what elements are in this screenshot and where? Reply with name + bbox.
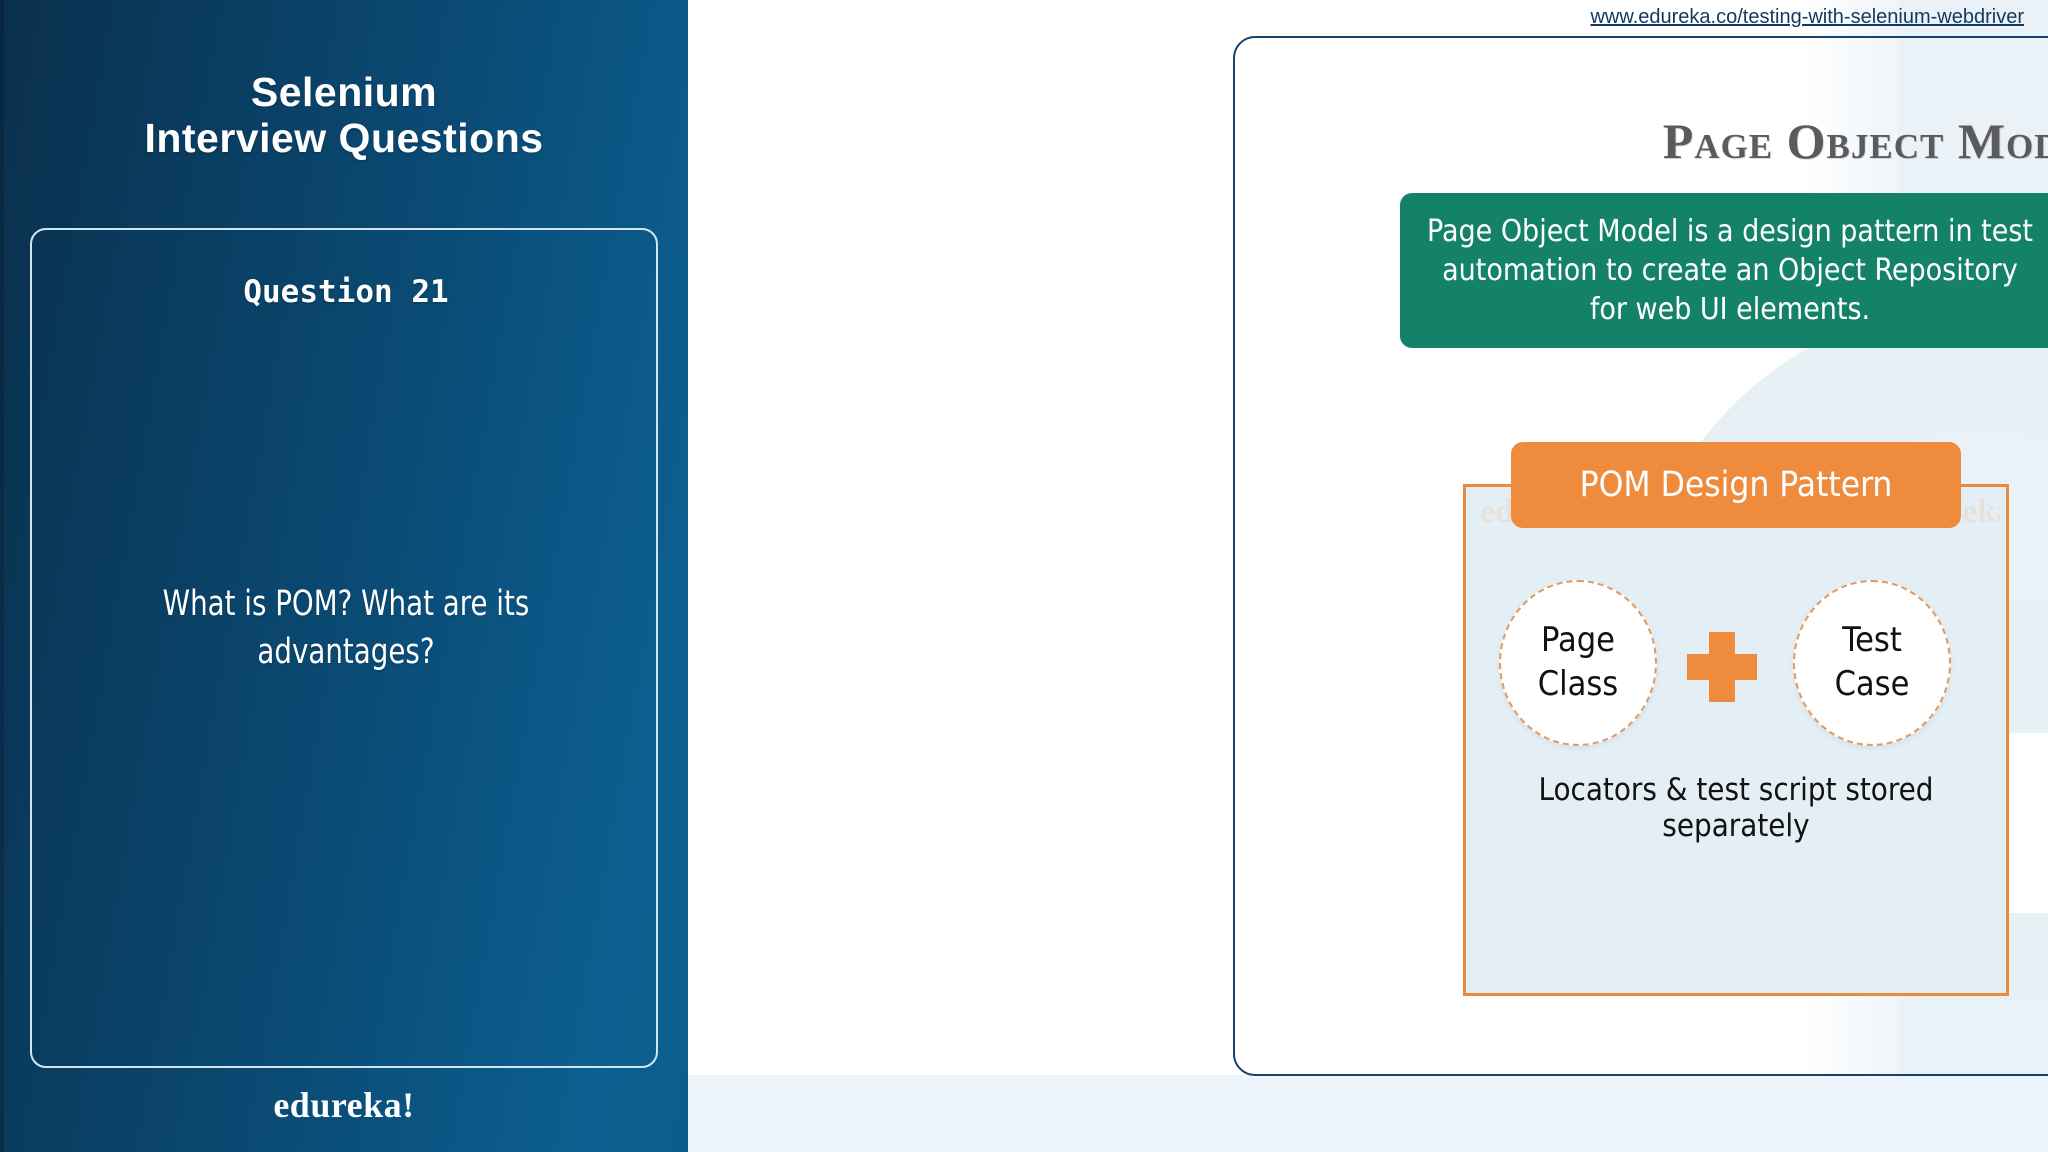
test-case-line1: Test [1842,620,1902,661]
definition-text: Page Object Model is a design pattern in… [1427,214,2033,327]
content-panel: www.edureka.co/testing-with-selenium-web… [688,0,2048,1152]
content-card: Page Object Model Page Object Model is a… [1233,36,2048,1076]
background-band-bottom [688,1075,2048,1152]
edureka-logo: edureka! [273,1085,415,1125]
sidebar-left-edge [0,0,4,1152]
plus-icon [1687,632,1757,702]
page-class-line1: Page [1541,620,1615,661]
diagram-caption: Locators & test script stored separately [1538,772,1934,844]
source-url-link[interactable]: www.edureka.co/testing-with-selenium-web… [1590,6,2024,28]
test-case-line2: Case [1834,664,1910,704]
sidebar-title: Selenium Interview Questions [0,69,688,162]
diagram-frame: edureka! edureka! edureka! edureka! edur… [1463,484,2009,996]
page-class-node: Page Class [1499,580,1657,746]
sidebar-title-line2: Interview Questions [144,114,544,161]
sidebar-title-line1: Selenium [250,69,438,115]
test-case-node: Test Case [1793,580,1951,746]
question-number: Question 21 [243,274,449,310]
question-box: Question 21 What is POM? What are its ad… [30,228,658,1068]
question-text: What is POM? What are its advantages? [162,584,530,673]
plus-icon-vertical [1709,632,1735,702]
diagram-banner: POM Design Pattern [1511,442,1961,528]
diagram-banner-label: POM Design Pattern [1579,465,1893,505]
page-class-line2: Class [1537,664,1619,704]
sidebar: Selenium Interview Questions Question 21… [0,0,688,1152]
definition-box: Page Object Model is a design pattern in… [1400,193,2048,348]
page-title: Page Object Model [1662,113,2048,169]
pom-diagram: edureka! edureka! edureka! edureka! edur… [1463,442,2009,998]
